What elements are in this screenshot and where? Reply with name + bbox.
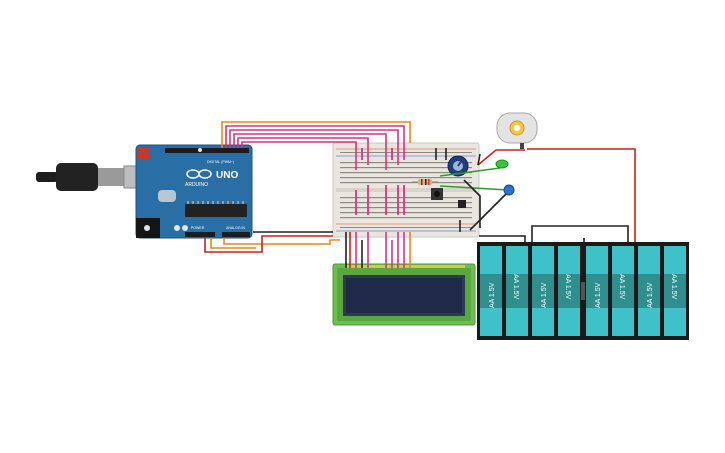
battery-cell-label-8: AA 1.5V (670, 274, 677, 300)
battery-cell-label-7: AA 1.5V (647, 282, 654, 308)
battery-labels: AA 1.5V AA 1.5V AA 1.5V AA 1.5V AA 1.5V … (489, 274, 677, 308)
battery-cell-label-1: AA 1.5V (489, 282, 496, 308)
battery-cell-label-3: AA 1.5V (541, 282, 548, 308)
battery-cell-label-6: AA 1.5V (618, 274, 625, 300)
arduino-logo (186, 169, 212, 179)
battery-cell-label-4: AA 1.5V (564, 274, 571, 300)
arduino-board-icon[interactable]: UNO ARDUINO DIGITAL (PWM~) POWER ANALOG … (135, 144, 253, 239)
pushbutton[interactable] (431, 188, 443, 200)
battery-cells (480, 246, 686, 336)
arduino-digital-label: DIGITAL (PWM~) (207, 160, 234, 164)
wire-bundle-top[interactable] (221, 121, 411, 170)
battery-cell-label-2: AA 1.5V (512, 274, 519, 300)
dc-motor-icon[interactable] (496, 112, 538, 149)
arduino-brand: UNO (216, 170, 238, 181)
arduino-power-label: POWER (191, 226, 205, 230)
led-icon[interactable] (495, 159, 509, 169)
lcd-wires[interactable] (345, 232, 411, 268)
battery-pack-icon[interactable]: AA 1.5V AA 1.5V AA 1.5V AA 1.5V AA 1.5V … (477, 242, 689, 340)
potentiometer-icon[interactable] (447, 155, 469, 177)
breadboard-icon[interactable] (332, 142, 480, 238)
battery-cell-label-5: AA 1.5V (595, 282, 602, 308)
transistor[interactable] (458, 200, 466, 208)
arduino-analog-label: ANALOG IN (226, 226, 246, 230)
breadboard-wires[interactable] (435, 148, 525, 232)
led-blue[interactable] (503, 184, 515, 196)
breadboard-jumpers[interactable] (355, 148, 405, 215)
arduino-brand-sub: ARDUINO (185, 182, 208, 188)
lcd-icon[interactable] (332, 263, 476, 326)
usb-plug-icon[interactable] (36, 163, 153, 191)
power-wires[interactable] (479, 148, 636, 244)
wire-bundle-bottom[interactable] (204, 231, 340, 253)
resistor-1[interactable] (412, 179, 438, 185)
